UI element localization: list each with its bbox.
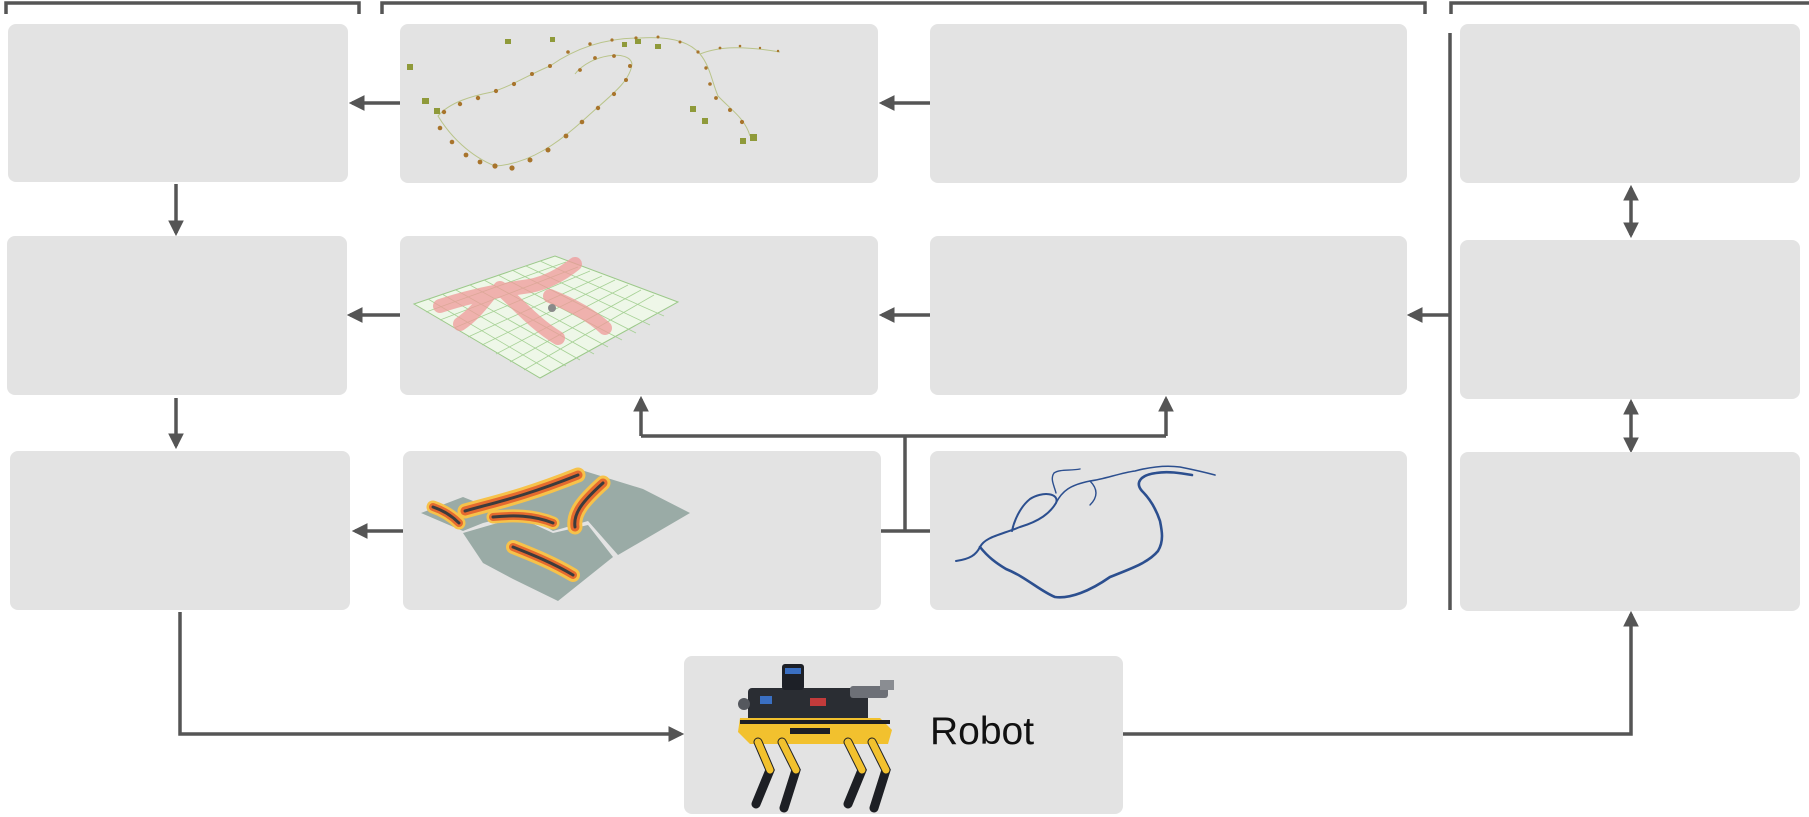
arrow-robot-to-c4 [1123, 610, 1639, 736]
block-elevation-risk-map [403, 451, 881, 610]
block-pose-graph [400, 24, 878, 183]
block-c4-r1 [1460, 24, 1800, 183]
block-c3-r2 [930, 236, 1407, 395]
block-trajectory [930, 451, 1407, 610]
block-traversability-grid [400, 236, 878, 395]
group-bracket-right [1449, 1, 1809, 14]
block-c4-r3 [1460, 452, 1800, 611]
group-bracket-middle [380, 1, 1427, 14]
block-c1-r2 [7, 236, 347, 395]
quadruped-robot-icon [738, 664, 894, 813]
block-c1-r3 [10, 451, 350, 610]
block-c3-r1 [930, 24, 1407, 183]
arrow-c1-to-robot [178, 612, 685, 742]
traversability-grid-icon [412, 255, 680, 379]
block-c4-r2 [1460, 240, 1800, 399]
group-bracket-left [4, 1, 361, 14]
trajectory-icon [955, 465, 1216, 599]
elevation-risk-map-icon [421, 467, 690, 601]
block-c1-r1 [8, 24, 348, 182]
robot-block [684, 656, 1123, 814]
pose-graph-icon [407, 35, 781, 171]
robot-label: Robot [930, 710, 1035, 753]
